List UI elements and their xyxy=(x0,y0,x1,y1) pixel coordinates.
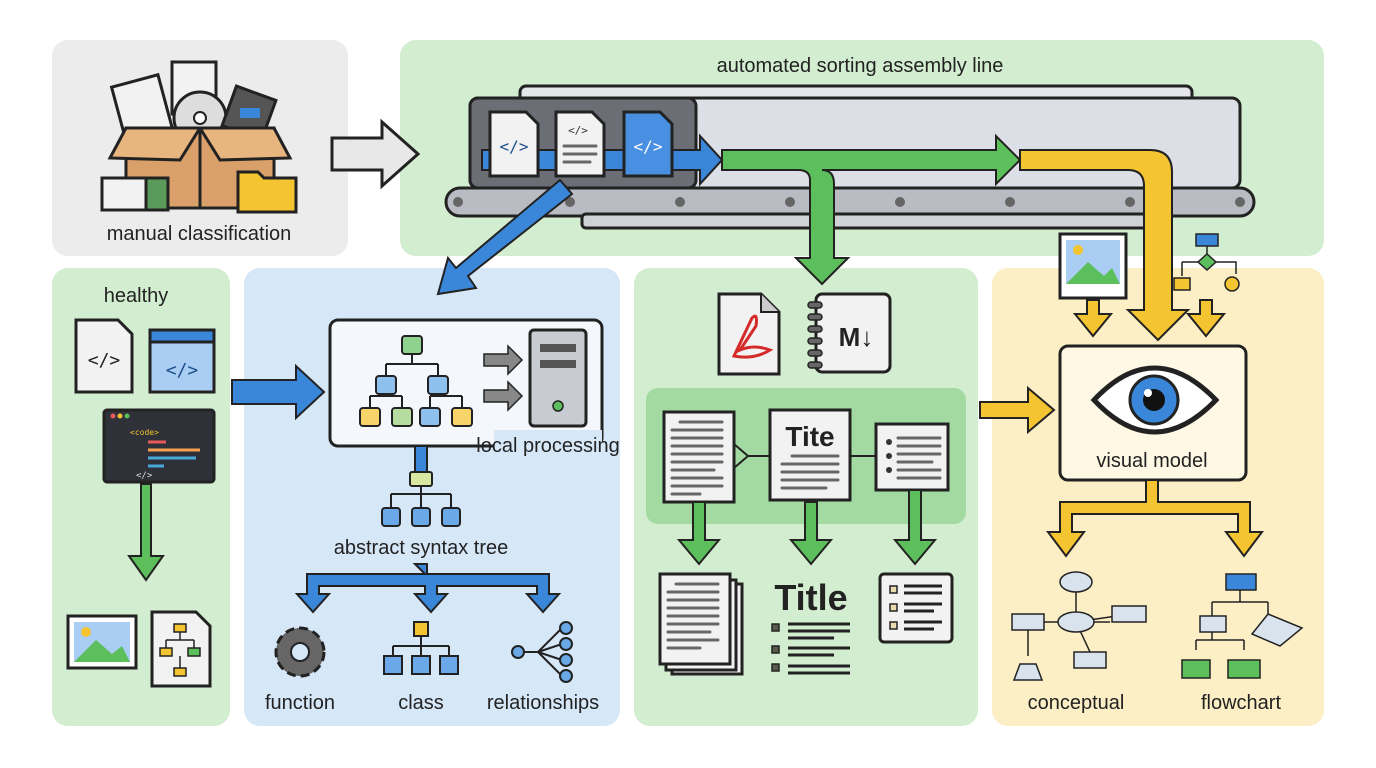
svg-text:</>: </> xyxy=(634,137,663,156)
assembly-label: automated sorting assembly line xyxy=(717,55,1004,77)
relationships-icon xyxy=(511,621,573,683)
flowchart-label: flowchart xyxy=(1201,692,1281,714)
visual-output-arrows xyxy=(1046,479,1264,558)
svg-text:</>: </> xyxy=(166,360,199,381)
ast-branch-arrows xyxy=(294,563,562,614)
checklist-card-icon xyxy=(878,572,954,644)
server-icon xyxy=(528,328,588,428)
function-label: function xyxy=(265,692,335,714)
input-arrow xyxy=(483,380,524,412)
visual-model-label: visual model xyxy=(1096,450,1207,472)
svg-text:</>: </> xyxy=(568,124,588,137)
markdown-icon: M↓ xyxy=(807,292,892,374)
svg-text:M↓: M↓ xyxy=(839,322,874,352)
code-editor-icon: <code> </> xyxy=(102,408,216,484)
healthy-to-ast-arrow xyxy=(231,363,326,421)
visual-inputs-arrows xyxy=(1072,299,1227,338)
conceptual-diagram-icon xyxy=(1011,571,1147,681)
healthy-label: healthy xyxy=(104,285,169,307)
svg-text:</>: </> xyxy=(136,471,153,481)
relationships-label: relationships xyxy=(487,692,599,714)
conceptual-label: conceptual xyxy=(1028,692,1125,714)
svg-text:</>: </> xyxy=(88,350,121,371)
gear-icon xyxy=(274,626,326,678)
checklist-icon xyxy=(771,622,850,675)
pdf-icon xyxy=(717,292,781,376)
flowchart-icon xyxy=(1173,233,1240,292)
document-icon: </> xyxy=(554,110,606,178)
documents-to-visual-arrow xyxy=(979,385,1056,435)
text-document-icon xyxy=(662,410,736,504)
mini-tree-icon xyxy=(381,445,461,527)
svg-text:Tite: Tite xyxy=(785,421,834,452)
stacked-documents-icon xyxy=(658,572,744,676)
svg-text:</>: </> xyxy=(500,137,529,156)
blue-down-arrow xyxy=(436,178,574,296)
flowchart-file-icon xyxy=(150,610,212,688)
green-flow-arrow xyxy=(721,133,1022,286)
eye-icon xyxy=(1090,365,1220,435)
yellow-flow-arrow xyxy=(1019,149,1191,342)
extracted-title: Title xyxy=(774,577,847,618)
documents-down-arrows xyxy=(676,489,938,566)
browser-code-icon: </> xyxy=(148,328,216,394)
title-document-icon: Tite xyxy=(768,408,852,502)
image-icon xyxy=(1058,232,1128,300)
tree-icon xyxy=(359,335,473,427)
image-icon xyxy=(66,614,138,670)
class-label: class xyxy=(398,692,444,714)
code-file-icon: </> xyxy=(74,318,134,394)
ast-label: abstract syntax tree xyxy=(334,537,509,559)
code-file-icon: </> xyxy=(488,110,540,178)
code-file-icon: </> xyxy=(622,110,674,178)
local-processing-label: local processing xyxy=(476,435,619,457)
list-document-icon xyxy=(874,422,950,492)
class-hierarchy-icon xyxy=(383,621,459,675)
svg-text:<code>: <code> xyxy=(130,428,159,437)
manual-to-automated-arrow xyxy=(330,118,421,190)
manual-label: manual classification xyxy=(107,223,292,245)
flowchart-diagram-icon xyxy=(1181,573,1304,679)
input-arrow xyxy=(483,344,524,376)
healthy-down-arrow xyxy=(127,483,165,582)
box-of-files-icon xyxy=(100,60,298,214)
